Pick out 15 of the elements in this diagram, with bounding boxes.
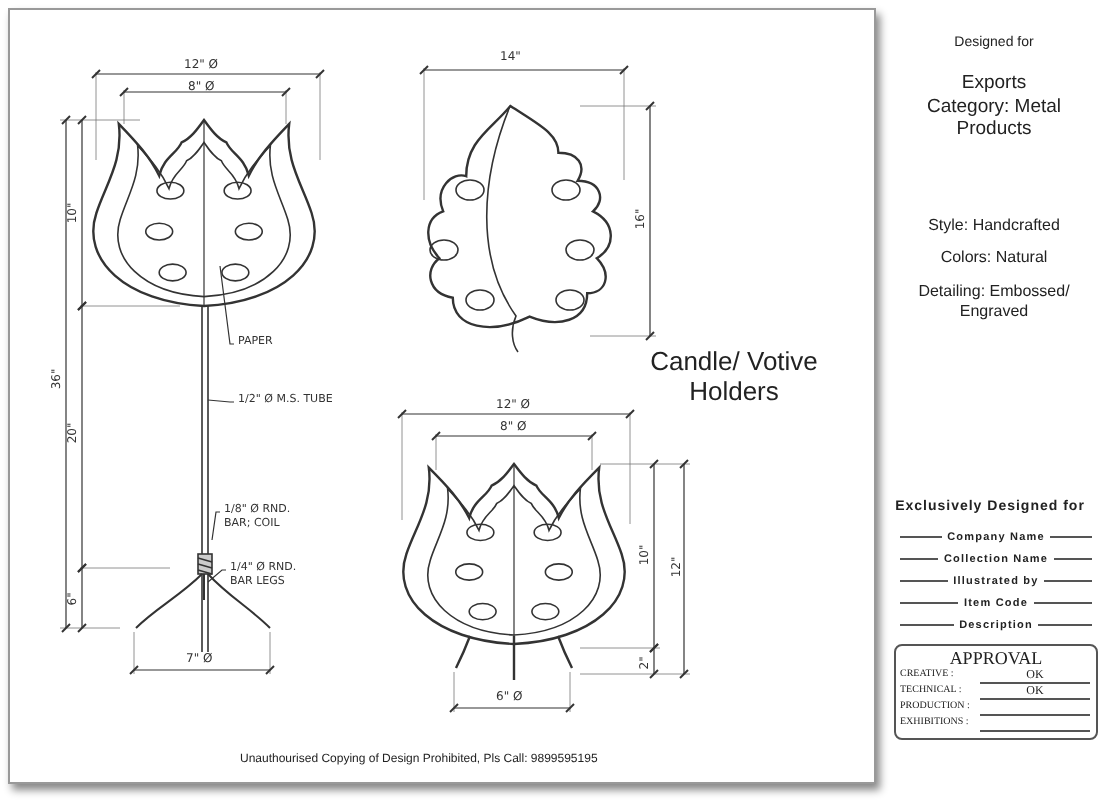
style-text: Style: Handcrafted: [926, 216, 1062, 236]
leaf-shade: [92, 118, 316, 308]
title: Candle/ Votive Holders: [648, 348, 820, 408]
approval-box: [894, 644, 1098, 740]
category-text: Exports: [959, 72, 1029, 95]
detailing-text: Detailing: Embossed/ Engraved: [916, 282, 1072, 321]
approval-heading: APPROVAL: [948, 648, 1045, 668]
colors-text: Colors: Natural: [938, 248, 1050, 268]
leader-line: [219, 265, 235, 345]
category-text: Category: Metal Products: [924, 96, 1064, 142]
coil-joint: [197, 553, 213, 575]
leader-line: [211, 511, 221, 541]
stem-tube: [201, 305, 209, 653]
leader-line: [207, 399, 235, 403]
leader-line: [207, 569, 227, 583]
